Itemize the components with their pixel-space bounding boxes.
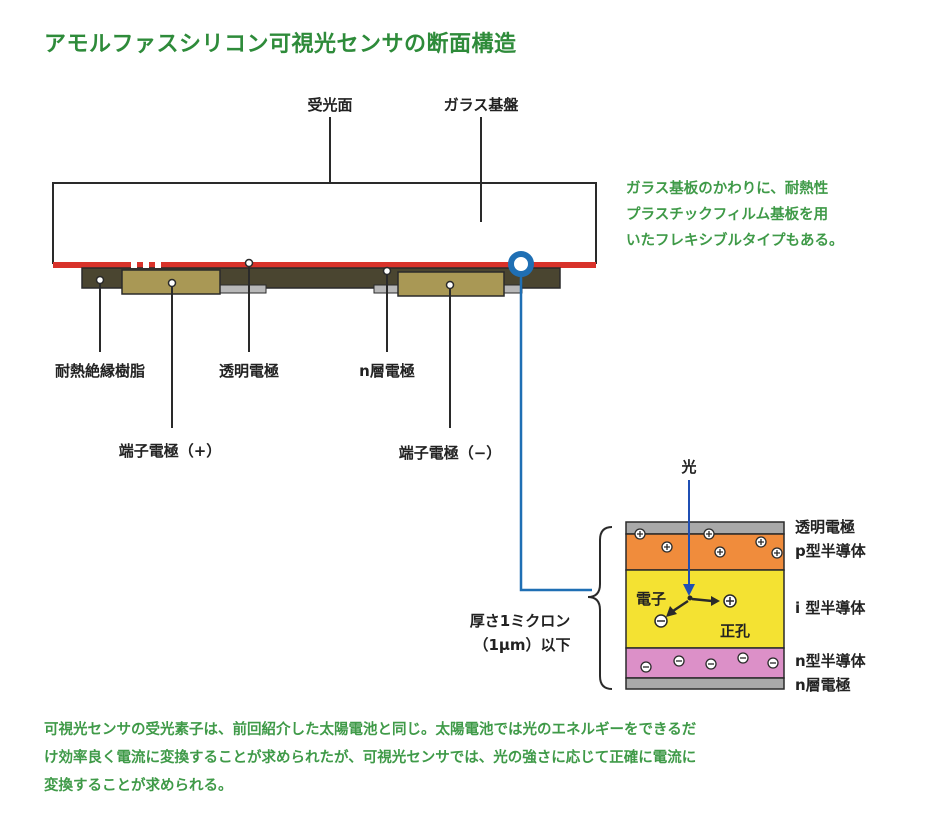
electron-drift-arrow [672,599,689,613]
label-light-surface: 受光面 [307,96,352,114]
label-terminal-plus: 端子電極（+） [119,442,222,460]
thickness-brace [587,526,613,690]
hole-drift-arrow-head [711,596,720,606]
generation-point [687,595,693,601]
layer-label-i-type: i 型半導体 [795,599,866,617]
generated-hole-sign [726,597,734,605]
label-light: 光 [680,458,696,476]
dot-resin [95,275,105,285]
note-line-2: プラスチックフィルム基板を用 [626,207,829,223]
note-line-1: ガラス基板のかわりに、耐熱性 [626,181,829,197]
light-arrow-head [683,584,695,596]
gap-mark-3 [155,259,161,268]
transparent-electrode-strip-left [217,284,267,294]
callout-connector-line [519,274,592,592]
footer-line-2: け効率良く電流に変換することが求められたが、可視光センサでは、光の強さに応じて正… [44,750,697,766]
layer-n-electrode [625,677,785,690]
hole-drift-arrow [691,597,713,603]
callout-magnifier-circle [508,251,534,277]
label-electron: 電子 [636,590,666,608]
label-transparent-electrode: 透明電極 [219,362,279,380]
label-thickness-line2: （1μm）以下 [473,636,570,654]
dot-transparent-electrode [244,258,254,268]
gap-mark-1 [131,259,137,268]
gap-mark-2 [143,259,149,268]
layer-label-transparent-electrode: 透明電極 [795,518,855,536]
dot-terminal-plus [167,278,177,288]
label-heat-resin: 耐熱絶縁樹脂 [55,362,145,380]
n-layer-electrons [640,652,779,673]
n-layer-minus-signs [643,657,776,668]
flexible-type-note: ガラス基板のかわりに、耐熱性 プラスチックフィルム基板を用 いたフレキシブルタイ… [626,176,926,254]
glass-substrate [52,182,597,264]
label-thickness-line1: 厚さ1ミクロン [470,612,570,630]
label-terminal-minus: 端子電極（−） [399,444,502,462]
footer-line-1: 可視光センサの受光素子は、前回紹介した太陽電池と同じ。太陽電池では光のエネルギー… [44,722,697,738]
electron-drift-arrow-head [666,606,677,617]
dot-terminal-minus [445,280,455,290]
p-layer-plus-signs [637,531,780,556]
footer-line-3: 変換することが求められる。 [44,778,233,794]
red-thin-film-layer [53,262,596,268]
transparent-electrode-strip-end [501,284,523,294]
label-hole: 正孔 [720,622,750,640]
label-n-layer-electrode: n層電極 [359,362,415,380]
layer-stack [625,521,785,690]
layer-i-type [625,569,785,649]
note-line-3: いたフレキシブルタイプもある。 [626,233,844,249]
page-title: アモルファスシリコン可視光センサの断面構造 [44,32,517,57]
explanation-text: 可視光センサの受光素子は、前回紹介した太陽電池と同じ。太陽電池では光のエネルギー… [44,716,914,800]
layer-label-n-type: n型半導体 [795,652,867,670]
layer-label-p-type: p型半導体 [795,542,867,560]
layer-label-n-electrode: n層電極 [795,676,851,694]
label-glass-substrate: ガラス基盤 [444,96,520,114]
dot-n-layer [382,266,392,276]
